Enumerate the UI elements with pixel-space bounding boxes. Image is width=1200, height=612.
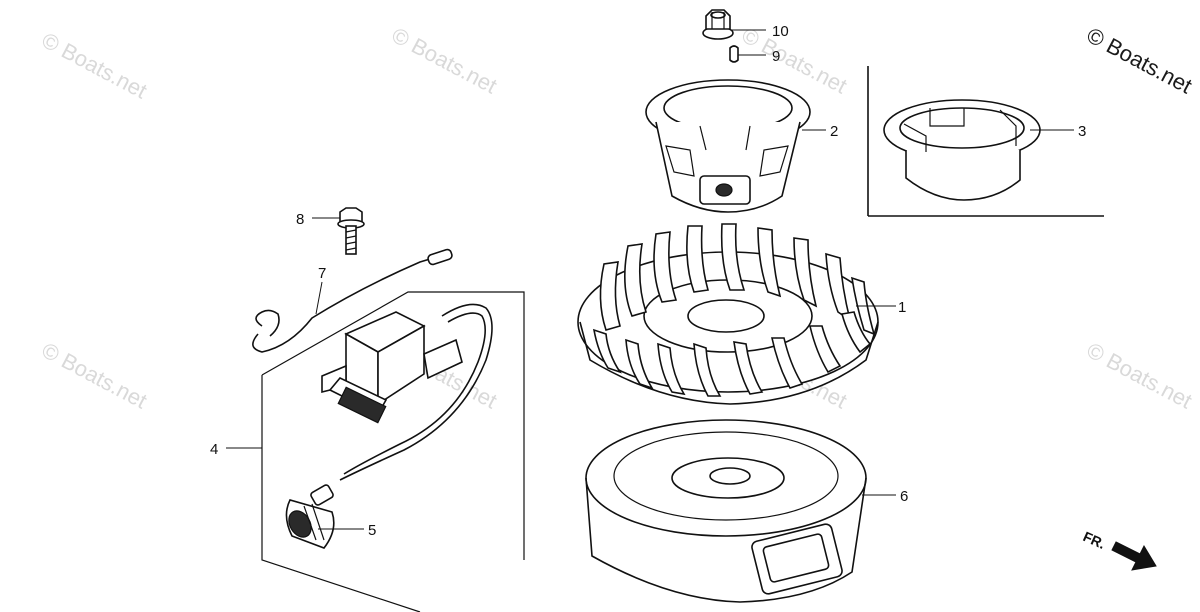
callout-7: 7 [318, 265, 326, 282]
bolt-part [337, 207, 365, 255]
callout-labels: 10 9 2 3 1 8 7 4 5 6 [210, 23, 1086, 539]
callout-6: 6 [900, 488, 908, 505]
stop-wire-part [252, 248, 453, 353]
part-3-bracket [867, 66, 1104, 217]
callout-3: 3 [1078, 123, 1086, 140]
starter-cup-part [883, 99, 1041, 201]
callout-4: 4 [210, 441, 218, 458]
callout-10: 10 [772, 23, 789, 40]
callout-2: 2 [830, 123, 838, 140]
watermark-2: © Boats.net [388, 22, 502, 98]
flange-nut-part [702, 9, 734, 40]
front-direction-indicator: FR. [1081, 528, 1157, 571]
callout-5: 5 [368, 522, 376, 539]
watermark-4: © Boats.net [38, 337, 152, 413]
callout-9: 9 [772, 48, 780, 65]
watermark-7: © Boats.net [1083, 337, 1197, 413]
front-arrow-icon [1111, 541, 1157, 571]
starter-pulley-part [645, 79, 811, 213]
watermark-corner: © Boats.net [1083, 22, 1197, 98]
leader-lines [226, 29, 1074, 530]
watermark-1: © Boats.net [38, 27, 152, 103]
flywheel-part [585, 419, 867, 603]
fan-blades [592, 223, 876, 397]
callout-1: 1 [898, 299, 906, 316]
part-4-bracket [261, 291, 525, 612]
front-direction-label: FR. [1081, 528, 1108, 552]
woodruff-key-part [729, 45, 739, 63]
ignition-coil-part [321, 303, 493, 481]
flywheel-fan-part [577, 223, 879, 405]
callout-8: 8 [296, 211, 304, 228]
spark-plug-cap-part [285, 484, 335, 549]
